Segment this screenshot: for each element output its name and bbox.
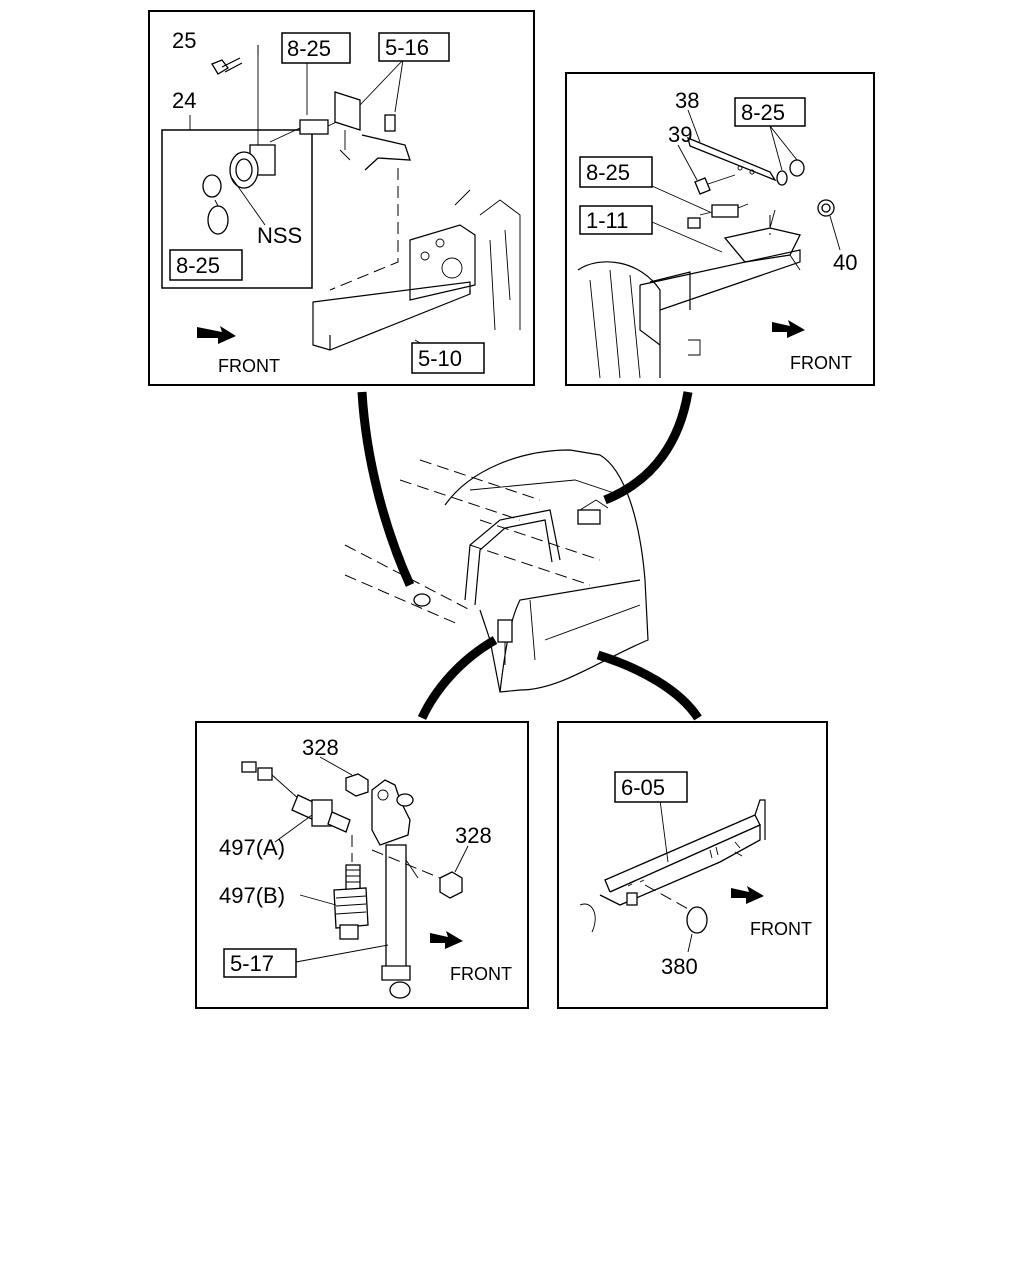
ref-label-8-25-right: 8-25 xyxy=(741,100,785,125)
mount-post xyxy=(371,779,419,999)
part-label-25: 25 xyxy=(172,28,196,53)
ref-label-5-16: 5-16 xyxy=(385,35,429,60)
nss-switch xyxy=(229,144,276,189)
nss-cap xyxy=(202,174,229,235)
frame-mount xyxy=(577,209,801,379)
part-label-497a: 497(A) xyxy=(219,835,285,860)
bracket-6-05 xyxy=(579,799,766,933)
callout-curve-top-right xyxy=(603,391,693,505)
part-label-40: 40 xyxy=(833,250,857,275)
front-arrow-icon xyxy=(197,326,236,344)
ref-label-6-05: 6-05 xyxy=(621,775,665,800)
vehicle-overview xyxy=(344,391,702,721)
ref-label-5-17: 5-17 xyxy=(230,951,274,976)
part-label-24: 24 xyxy=(172,88,196,113)
panel-bottom-right: 6-05 380 FRONT xyxy=(557,721,828,1009)
callout-curve-top-left xyxy=(357,391,415,587)
part-label-328-right: 328 xyxy=(455,823,492,848)
o-ring-380 xyxy=(686,906,708,934)
ref-label-8-25-top: 8-25 xyxy=(287,36,331,61)
bracket-38 xyxy=(687,136,777,182)
ref-box-5-17 xyxy=(223,948,297,978)
front-arrow-icon xyxy=(772,320,805,338)
ref-box-8-25-left xyxy=(579,156,653,188)
panel-top-left: 25 24 NSS 8-25 5-16 8-25 5-10 FRONT xyxy=(148,10,535,386)
switch-497a xyxy=(241,761,351,833)
front-label: FRONT xyxy=(790,353,852,373)
ref-label-5-10: 5-10 xyxy=(418,346,462,371)
ref-box-8-25-top xyxy=(281,32,351,64)
part-label-38: 38 xyxy=(675,88,699,113)
part-label-380: 380 xyxy=(661,954,698,979)
connector-bracket xyxy=(269,91,411,171)
bolt-39 xyxy=(694,174,736,195)
ref-label-8-25-left: 8-25 xyxy=(586,160,630,185)
front-label: FRONT xyxy=(750,919,812,939)
ref-box-1-11 xyxy=(579,205,653,235)
panel-top-right: 38 39 40 8-25 8-25 1-11 FRONT xyxy=(565,72,875,386)
ref-box-8-25-right xyxy=(734,97,806,127)
switch-cylinder xyxy=(687,203,749,229)
callout-curve-bottom-right xyxy=(596,650,702,721)
bolt-25 xyxy=(211,57,243,75)
switch-497b xyxy=(333,864,369,940)
callout-curve-bottom-left xyxy=(417,636,498,720)
frame-rail xyxy=(312,168,521,351)
part-label-39: 39 xyxy=(668,122,692,147)
part-label-497b: 497(B) xyxy=(219,883,285,908)
front-label: FRONT xyxy=(218,356,280,376)
front-arrow-icon xyxy=(731,886,764,904)
ref-box-5-10 xyxy=(411,342,485,374)
ref-label-8-25-bottom: 8-25 xyxy=(176,253,220,278)
ref-box-8-25-bottom xyxy=(169,249,243,281)
ref-box-6-05 xyxy=(614,771,688,803)
front-arrow-icon xyxy=(430,931,463,949)
part-label-nss: NSS xyxy=(257,223,302,248)
part-label-328-top: 328 xyxy=(302,735,339,760)
ref-box-5-16 xyxy=(378,32,450,62)
front-label: FRONT xyxy=(450,964,512,984)
panel-bottom-left: 328 328 497(A) 497(B) 5-17 FRONT xyxy=(195,721,529,1009)
ref-label-1-11: 1-11 xyxy=(586,208,628,233)
